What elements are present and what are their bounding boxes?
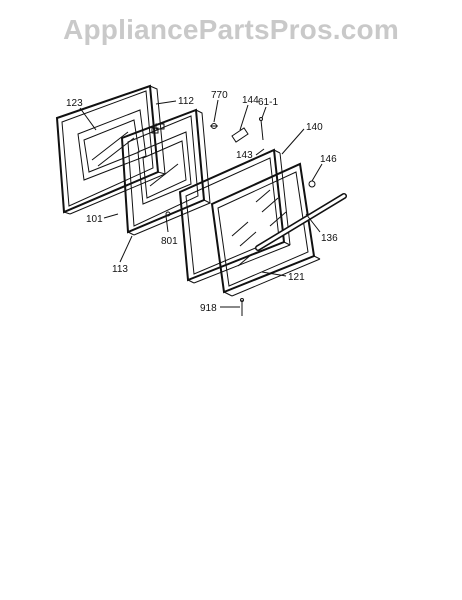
callout-918: 918 xyxy=(200,303,217,314)
site-watermark: AppliancePartsPros.com xyxy=(63,14,399,45)
callout-121: 121 xyxy=(288,272,305,283)
leader-lines xyxy=(79,99,323,308)
callout-140: 140 xyxy=(306,122,323,133)
callout-801: 801 xyxy=(161,236,178,247)
callout-123: 123 xyxy=(66,98,83,109)
outer-glass-panel xyxy=(210,162,321,297)
callout-61-1: 61-1 xyxy=(258,97,278,108)
callout-112: 112 xyxy=(178,96,194,107)
callout-143: 143 xyxy=(236,150,253,161)
callout-770: 770 xyxy=(211,90,228,101)
callout-144: 144 xyxy=(242,95,259,106)
callout-136: 136 xyxy=(321,233,338,244)
inner-door-panel xyxy=(55,84,166,215)
door-hardware xyxy=(210,117,264,316)
callout-146: 146 xyxy=(320,154,337,165)
callout-101: 101 xyxy=(86,214,103,225)
callout-113: 113 xyxy=(112,264,128,275)
outer-door-frame xyxy=(178,148,291,284)
door-liner xyxy=(120,108,211,236)
